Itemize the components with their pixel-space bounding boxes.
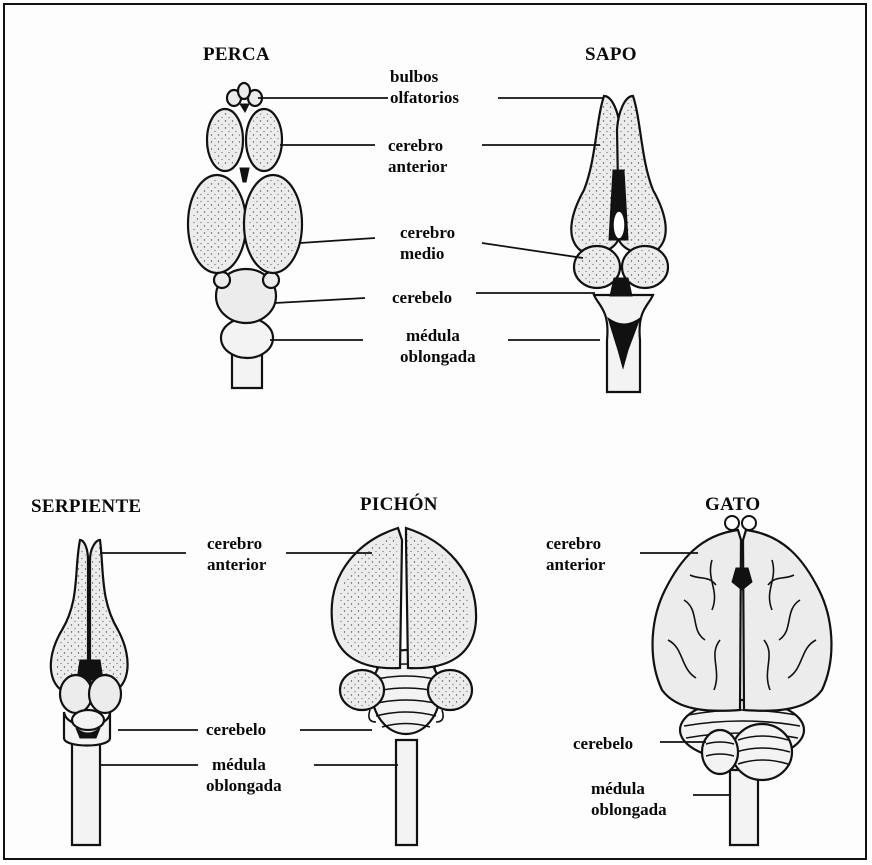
label-br-cerebro-anterior-line1: cerebro — [546, 533, 605, 554]
label-bl-medula-line1: médula — [206, 754, 282, 775]
label-br-cerebro-anterior-line2: anterior — [546, 554, 605, 575]
label-bl-cerebro-anterior: cerebro anterior — [207, 533, 266, 575]
label-bulbos-olfatorios: bulbos olfatorios — [390, 66, 459, 108]
label-medula-line1: médula — [400, 325, 476, 346]
label-br-medula-line1: médula — [591, 778, 667, 799]
label-bulbos-line1: bulbos — [390, 66, 459, 87]
title-serpiente: SERPIENTE — [31, 496, 141, 518]
label-medula-line2: oblongada — [400, 346, 476, 367]
label-medula-oblongada: médula oblongada — [400, 325, 476, 367]
label-cerebro-medio-line2: medio — [400, 243, 455, 264]
title-gato: GATO — [705, 494, 760, 516]
label-br-cerebelo: cerebelo — [573, 733, 633, 754]
serpiente-brain — [51, 540, 128, 845]
perca-brain — [188, 83, 302, 388]
label-cerebro-medio-line1: cerebro — [400, 222, 455, 243]
pichon-brain — [332, 528, 476, 845]
label-bl-cerebro-anterior-line1: cerebro — [207, 533, 266, 554]
label-cerebro-medio: cerebro medio — [400, 222, 455, 264]
label-cerebro-anterior-line1: cerebro — [388, 135, 447, 156]
label-cerebro-anterior: cerebro anterior — [388, 135, 447, 177]
title-perca: PERCA — [203, 44, 270, 66]
title-pichon: PICHÓN — [360, 494, 438, 516]
label-bulbos-line2: olfatorios — [390, 87, 459, 108]
label-br-cerebro-anterior: cerebro anterior — [546, 533, 605, 575]
label-cerebro-anterior-line2: anterior — [388, 156, 447, 177]
label-bl-cerebro-anterior-line2: anterior — [207, 554, 266, 575]
gato-brain — [653, 516, 832, 845]
label-bl-cerebelo: cerebelo — [206, 719, 266, 740]
label-cerebelo: cerebelo — [392, 287, 452, 308]
label-bl-medula-oblongada: médula oblongada — [206, 754, 282, 796]
label-br-medula-line2: oblongada — [591, 799, 667, 820]
title-sapo: SAPO — [585, 44, 637, 66]
label-br-medula-oblongada: médula oblongada — [591, 778, 667, 820]
sapo-brain — [571, 96, 668, 392]
label-bl-medula-line2: oblongada — [206, 775, 282, 796]
